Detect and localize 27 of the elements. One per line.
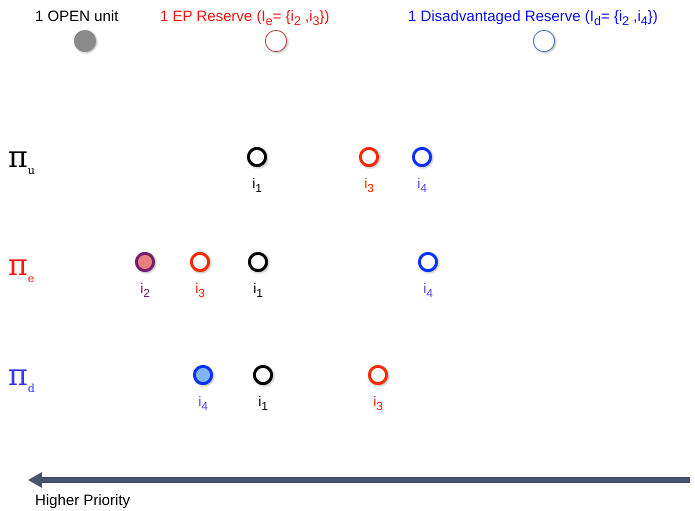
- open-circle: [368, 365, 388, 385]
- unit-label: i$_{4}$: [423, 280, 433, 300]
- open-circle: [359, 147, 379, 167]
- unit-label: i$_{3}$: [195, 280, 205, 300]
- unit-label: i$_{1}$: [252, 175, 262, 195]
- legend-text: 1 OPEN unit: [35, 8, 118, 25]
- unit-label: i$_{3}$: [364, 175, 374, 195]
- unit-label: i$_{4}$: [417, 175, 427, 195]
- unit-label: i$_{1}$: [258, 393, 268, 413]
- unit-label: i$_{3}$: [373, 393, 383, 413]
- open-circle: [248, 252, 268, 272]
- unit-label: i$_{1}$: [253, 280, 263, 300]
- open-circle: [190, 252, 210, 272]
- row-label: π$_{e}$: [8, 248, 34, 285]
- axis-caption: Higher Priority: [35, 492, 130, 509]
- unit-label: i$_{4}$: [198, 393, 208, 413]
- unit-label: i$_{2}$: [140, 280, 150, 300]
- legend-text: 1 Disadvantaged Reserve (I$_{d}$= {i$_{2}$ ,i$_{4}$}): [408, 8, 658, 28]
- open-circle: [418, 252, 438, 272]
- filled-circle: [193, 365, 213, 385]
- row-label: π$_{d}$: [8, 358, 35, 395]
- open-circle: [253, 365, 273, 385]
- filled-circle: [135, 252, 155, 272]
- open-circle: [412, 147, 432, 167]
- legend-text: 1 EP Reserve (I$_{e}$= {i$_{2}$ ,i$_{3}$}): [160, 8, 330, 28]
- row-label: π$_{u}$: [8, 140, 35, 177]
- open-circle: [247, 147, 267, 167]
